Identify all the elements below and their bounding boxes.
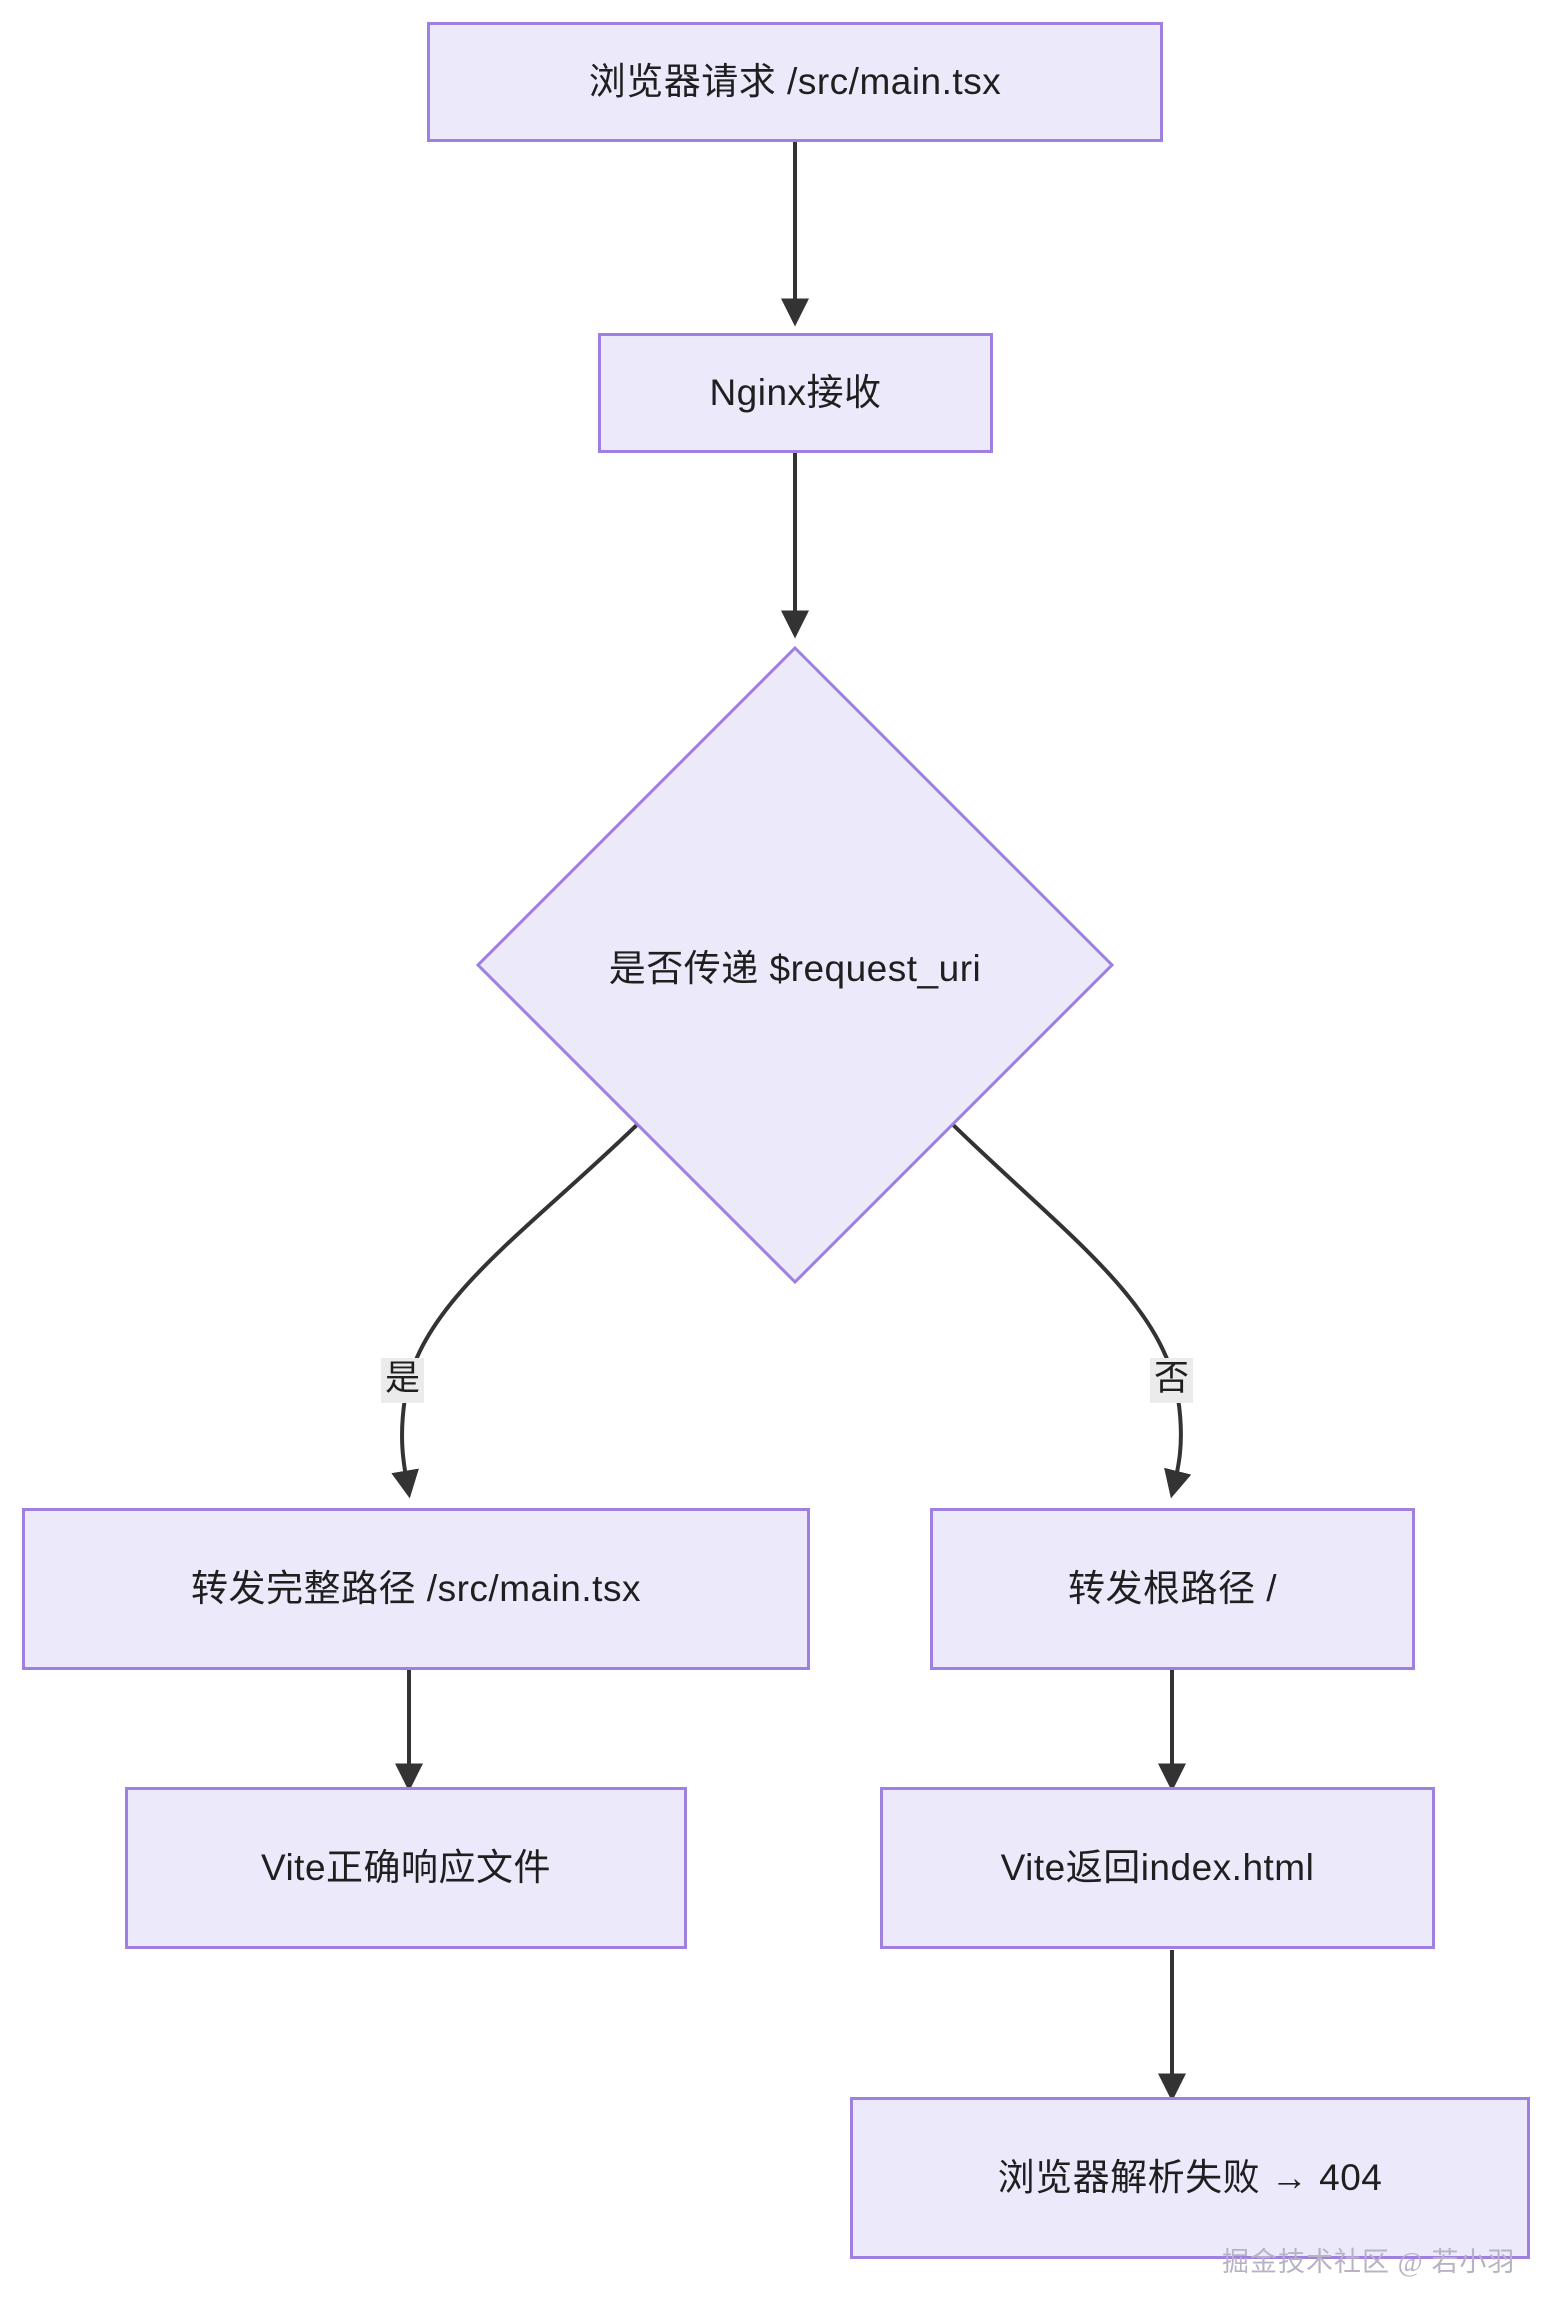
watermark: 掘金技术社区 @ 若小羽 xyxy=(1222,2247,1516,2277)
node-label: Nginx接收 xyxy=(709,371,882,413)
node-label: 是否传递 $request_uri xyxy=(608,948,982,989)
edge-label-no: 否 xyxy=(1150,1358,1194,1403)
edge-label-yes: 是 xyxy=(381,1358,425,1403)
node-vite-returns-index-html[interactable]: Vite返回index.html xyxy=(880,1787,1435,1949)
node-decision-request-uri[interactable]: 是否传递 $request_uri xyxy=(475,645,1115,1285)
node-label: 转发根路径 / xyxy=(1067,1567,1278,1609)
node-vite-correct-response[interactable]: Vite正确响应文件 xyxy=(125,1787,687,1949)
node-nginx-receive[interactable]: Nginx接收 xyxy=(598,333,993,453)
node-label: Vite返回index.html xyxy=(1000,1846,1315,1888)
node-browser-request[interactable]: 浏览器请求 /src/main.tsx xyxy=(427,22,1163,142)
node-forward-full-path[interactable]: 转发完整路径 /src/main.tsx xyxy=(22,1508,810,1670)
node-label: Vite正确响应文件 xyxy=(260,1846,552,1888)
node-browser-parse-failure-404[interactable]: 浏览器解析失败 → 404 xyxy=(850,2097,1530,2259)
node-label: 浏览器请求 /src/main.tsx xyxy=(588,60,1002,102)
node-forward-root-path[interactable]: 转发根路径 / xyxy=(930,1508,1415,1670)
node-label: 转发完整路径 /src/main.tsx xyxy=(191,1567,641,1609)
node-label: 浏览器解析失败 → 404 xyxy=(997,2156,1383,2198)
